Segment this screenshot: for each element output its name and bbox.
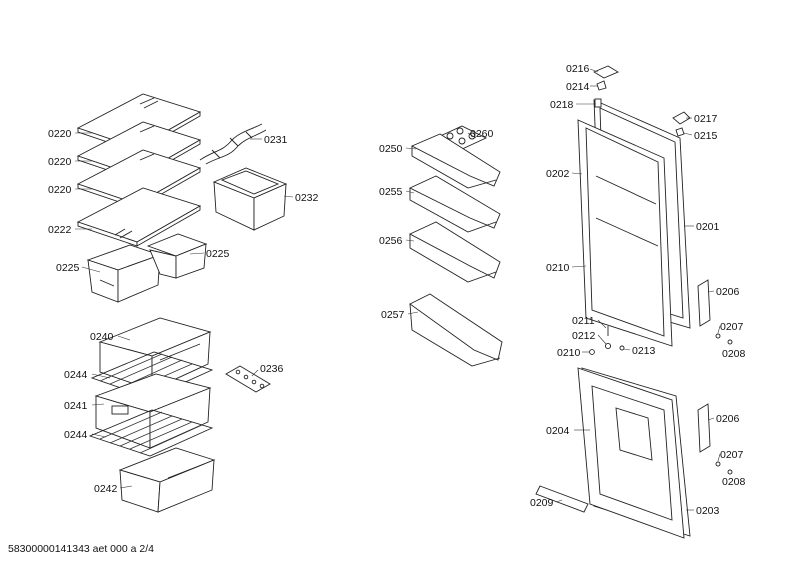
crisper-drawer-0225-right — [146, 233, 208, 279]
label-0220-mid: 0220 — [48, 156, 72, 168]
label-0256: 0256 — [379, 235, 403, 247]
label-0209: 0209 — [530, 497, 554, 509]
label-0232: 0232 — [295, 192, 319, 204]
glass-shelf-0222 — [76, 187, 202, 247]
label-0210-lower: 0210 — [557, 347, 581, 359]
bracket-0206-upper — [697, 279, 711, 327]
door-gasket-0204 — [577, 367, 685, 539]
hinge-cover-0218 — [594, 98, 602, 108]
hinge-pin-0214 — [596, 80, 607, 91]
label-0241: 0241 — [64, 400, 88, 412]
trim-strip-0209 — [535, 485, 589, 513]
label-0206-upper: 0206 — [716, 286, 740, 298]
label-0216: 0216 — [566, 63, 590, 75]
label-0220-low: 0220 — [48, 184, 72, 196]
document-reference: 58300000141343 aet 000 a 2/4 — [8, 543, 154, 555]
label-0207-lower: 0207 — [720, 449, 744, 461]
label-0202: 0202 — [546, 168, 570, 180]
label-0212: 0212 — [572, 330, 596, 342]
label-0217: 0217 — [694, 113, 718, 125]
label-0260: 0260 — [470, 128, 494, 140]
label-0225-left: 0225 — [56, 262, 80, 274]
crisper-drawer-0225-left — [86, 244, 162, 303]
door-bin-0250 — [410, 133, 501, 189]
door-gasket-0202 — [577, 119, 673, 347]
label-0206-lower: 0206 — [716, 413, 740, 425]
label-0218: 0218 — [550, 99, 574, 111]
label-0236: 0236 — [260, 363, 284, 375]
label-0242: 0242 — [94, 483, 118, 495]
label-0207-upper: 0207 — [720, 321, 744, 333]
label-0257: 0257 — [381, 309, 405, 321]
label-0244-upper: 0244 — [64, 369, 88, 381]
leader-lines — [75, 68, 721, 511]
label-0231: 0231 — [264, 134, 288, 146]
label-0204: 0204 — [546, 425, 570, 437]
cover-0231 — [199, 123, 267, 165]
cap-0215 — [675, 127, 685, 137]
bracket-0206-lower — [697, 403, 711, 453]
wire-rack-0244-lower — [88, 409, 214, 457]
ice-tray-0236 — [225, 365, 271, 393]
label-0213: 0213 — [632, 345, 656, 357]
freezer-drawer-0242 — [118, 447, 216, 513]
box-0232 — [212, 167, 288, 231]
screws-0207-0208-lower — [715, 461, 733, 475]
top-hinge-0216 — [593, 65, 619, 79]
label-0222: 0222 — [48, 224, 72, 236]
label-0240: 0240 — [90, 331, 114, 343]
door-bin-0255 — [408, 175, 501, 233]
label-0201: 0201 — [696, 221, 720, 233]
door-bin-0257 — [409, 293, 503, 367]
label-0208-lower: 0208 — [722, 476, 746, 488]
label-0208-upper: 0208 — [722, 348, 746, 360]
part-labels: 0220 0220 0220 0222 0225 0225 0231 0232 … — [48, 63, 746, 517]
label-0214: 0214 — [566, 81, 590, 93]
label-0211: 0211 — [572, 315, 595, 327]
door-bin-0256 — [408, 221, 501, 283]
label-0220-top: 0220 — [48, 128, 72, 140]
label-0244-lower: 0244 — [64, 429, 88, 441]
label-0250: 0250 — [379, 143, 403, 155]
label-0215: 0215 — [694, 130, 718, 142]
label-0255: 0255 — [379, 186, 403, 198]
label-0225-right: 0225 — [206, 248, 230, 260]
label-0210-upper: 0210 — [546, 262, 570, 274]
label-0203: 0203 — [696, 505, 720, 517]
